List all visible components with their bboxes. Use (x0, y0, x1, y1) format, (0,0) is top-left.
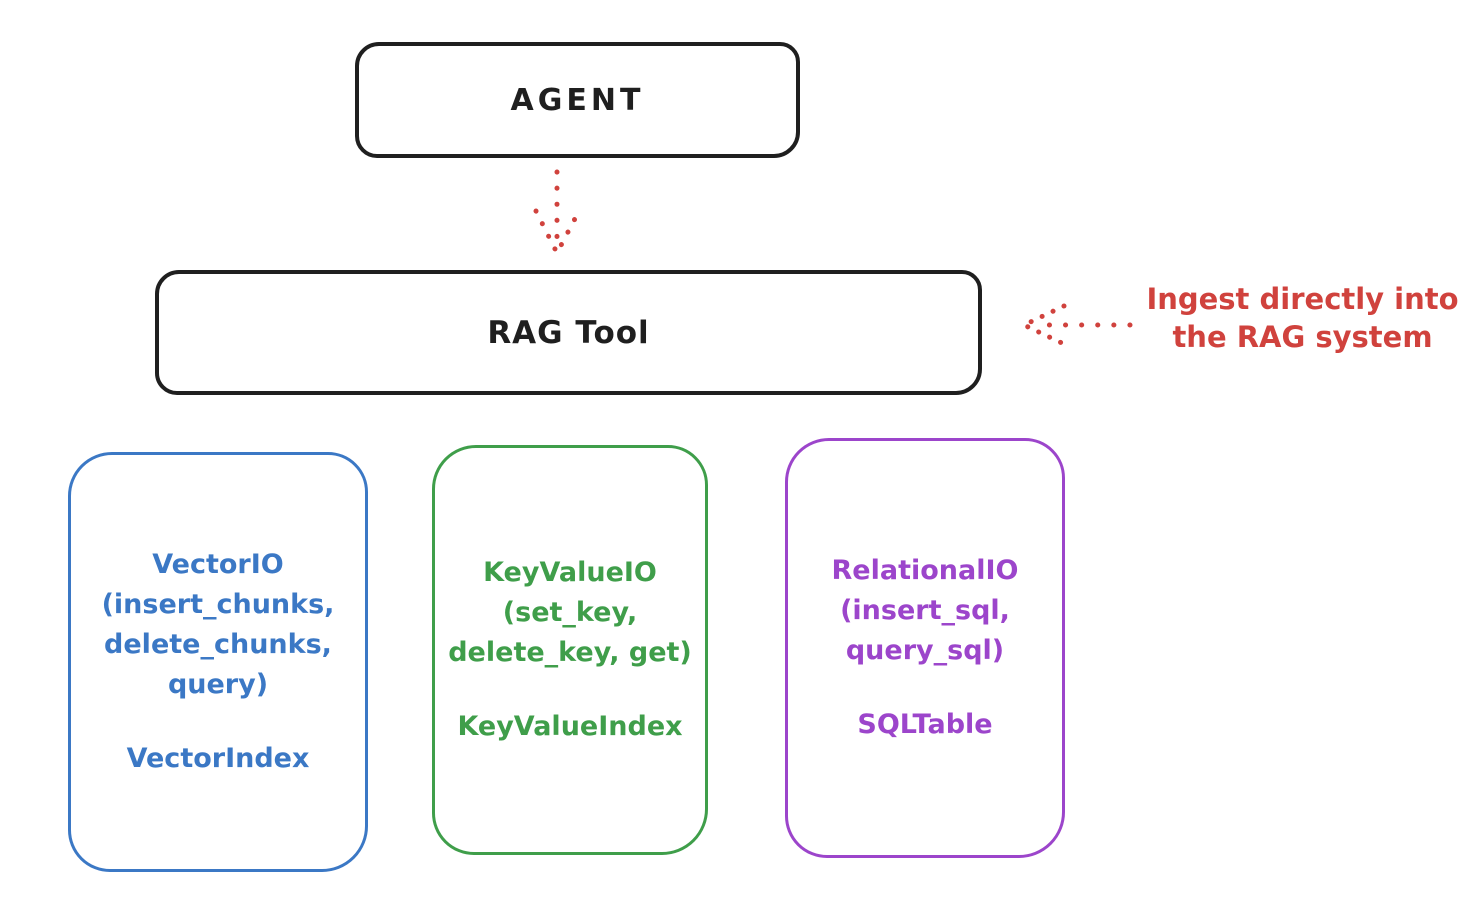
agent-node: AGENT (355, 42, 800, 158)
ingest-annotation-line1: Ingest directly into (1146, 282, 1459, 316)
ingest-annotation: Ingest directly into the RAG system (1125, 280, 1480, 356)
key-value-io-line2: (set_key, (502, 597, 638, 628)
vector-index-label: VectorIndex (126, 743, 310, 774)
vector-io-line2: (insert_chunks, (101, 589, 335, 620)
relational-io-line3: query_sql) (845, 635, 1005, 666)
key-value-io-line1: KeyValueIO (483, 557, 657, 588)
rag-tool-label: RAG Tool (487, 314, 650, 351)
sql-table-label: SQLTable (857, 709, 993, 740)
key-value-io-line3: delete_key, get) (448, 637, 692, 668)
rag-tool-node: RAG Tool (155, 270, 982, 395)
agent-label: AGENT (510, 82, 645, 118)
relational-io-line2: (insert_sql, (840, 595, 1010, 626)
key-value-index-label: KeyValueIndex (457, 711, 683, 742)
vector-io-line4: query) (167, 669, 269, 700)
vector-io-line1: VectorIO (152, 549, 284, 580)
dotted-down-arrow-icon (533, 169, 582, 259)
vector-io-line3: delete_chunks, (104, 629, 332, 660)
key-value-io-node: KeyValueIO (set_key, delete_key, get) Ke… (432, 445, 708, 855)
ingest-annotation-line2: the RAG system (1172, 320, 1433, 354)
vector-io-node: VectorIO (insert_chunks, delete_chunks, … (68, 452, 368, 872)
relational-io-line1: RelationalIO (831, 555, 1019, 586)
relational-io-node: RelationalIO (insert_sql, query_sql) SQL… (785, 438, 1065, 858)
dotted-left-arrow-icon (1018, 303, 1133, 347)
